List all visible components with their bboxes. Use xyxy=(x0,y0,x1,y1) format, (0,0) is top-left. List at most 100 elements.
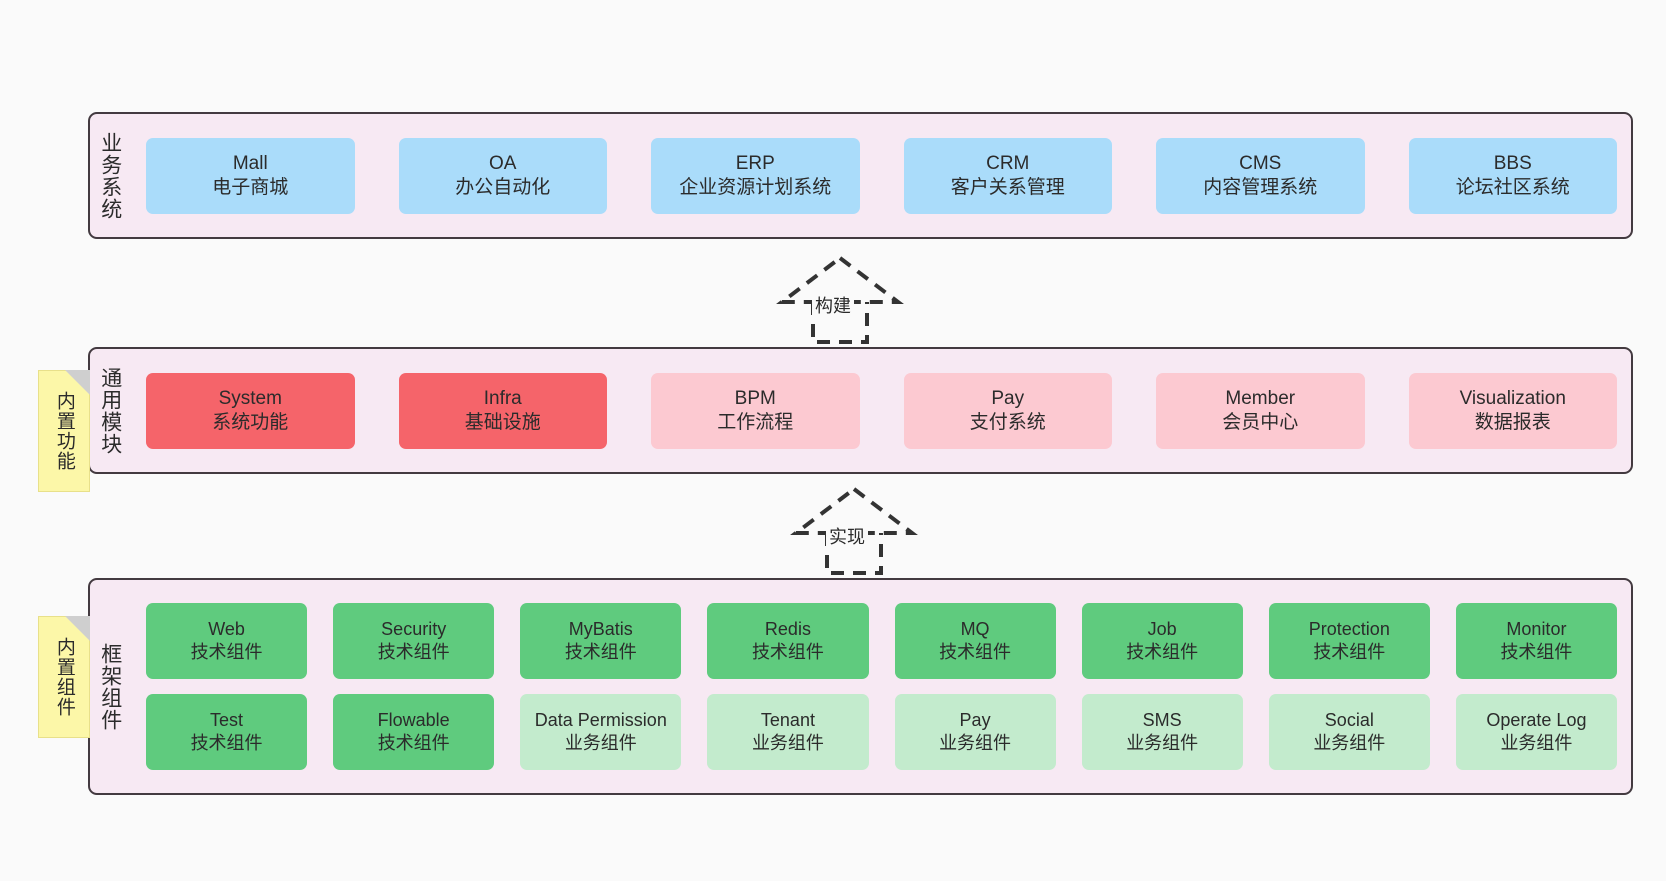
generalization-triangle-icon xyxy=(776,255,904,304)
node-test-desc: 技术组件 xyxy=(190,733,263,753)
node-redis[interactable]: Redis 技术组件 xyxy=(707,603,869,679)
node-social[interactable]: Social 业务组件 xyxy=(1268,694,1430,770)
node-bbs-name: BBS xyxy=(1493,152,1532,174)
node-mq-desc: 技术组件 xyxy=(939,642,1012,662)
node-sms[interactable]: SMS 业务组件 xyxy=(1081,694,1243,770)
generalization-triangle-icon xyxy=(790,486,918,535)
node-operate-log[interactable]: Operate Log 业务组件 xyxy=(1455,694,1617,770)
node-pay-module[interactable]: Pay 支付系统 xyxy=(903,372,1112,449)
node-monitor[interactable]: Monitor 技术组件 xyxy=(1455,603,1617,679)
layer-business-systems-nodes: Mall 电子商城 OA 办公自动化 ERP 企业资源计划系统 CRM 客户关系… xyxy=(130,114,1631,237)
node-data-permission-name: Data Permission xyxy=(534,710,667,731)
node-visualization-name: Visualization xyxy=(1459,387,1566,409)
node-crm-desc: 客户关系管理 xyxy=(950,176,1065,198)
connector-implement-label: 实现 xyxy=(826,523,868,549)
layer-framework-components-nodes: Web 技术组件 Security 技术组件 MyBatis 技术组件 Redi… xyxy=(130,580,1631,793)
node-crm[interactable]: CRM 客户关系管理 xyxy=(903,137,1112,214)
node-oa-name: OA xyxy=(489,152,517,174)
node-visualization-desc: 数据报表 xyxy=(1474,411,1551,433)
node-system[interactable]: System 系统功能 xyxy=(146,372,355,449)
node-security-name: Security xyxy=(381,619,447,640)
node-infra-desc: 基础设施 xyxy=(464,411,541,433)
node-bpm-name: BPM xyxy=(734,387,776,409)
node-flowable[interactable]: Flowable 技术组件 xyxy=(333,694,495,770)
node-bbs-desc: 论坛社区系统 xyxy=(1455,176,1570,198)
node-visualization[interactable]: Visualization 数据报表 xyxy=(1408,372,1617,449)
node-pay-module-desc: 支付系统 xyxy=(969,411,1046,433)
node-pay-component-desc: 业务组件 xyxy=(939,733,1012,753)
node-web-name: Web xyxy=(208,619,245,640)
node-cms-desc: 内容管理系统 xyxy=(1203,176,1318,198)
node-system-desc: 系统功能 xyxy=(212,411,289,433)
node-security[interactable]: Security 技术组件 xyxy=(333,603,495,679)
note-builtin-components: 内置组件 xyxy=(38,616,90,738)
node-mybatis[interactable]: MyBatis 技术组件 xyxy=(520,603,682,679)
layer-framework-components: 框架组件 Web 技术组件 Security 技术组件 MyBatis 技术组件… xyxy=(88,578,1633,795)
node-protection-name: Protection xyxy=(1308,619,1390,640)
node-member[interactable]: Member 会员中心 xyxy=(1156,372,1365,449)
node-job-desc: 技术组件 xyxy=(1126,642,1199,662)
layer-common-modules: 通用模块 System 系统功能 Infra 基础设施 BPM 工作流程 Pay… xyxy=(88,347,1633,474)
node-security-desc: 技术组件 xyxy=(377,642,450,662)
node-operate-log-name: Operate Log xyxy=(1486,710,1587,731)
node-monitor-name: Monitor xyxy=(1506,619,1567,640)
connector-implement: 实现 xyxy=(766,486,942,575)
note-builtin-functions-label: 内置功能 xyxy=(53,391,75,471)
node-infra[interactable]: Infra 基础设施 xyxy=(398,372,607,449)
connector-stem xyxy=(825,533,883,575)
node-tenant[interactable]: Tenant 业务组件 xyxy=(707,694,869,770)
note-builtin-functions: 内置功能 xyxy=(38,370,90,492)
node-data-permission[interactable]: Data Permission 业务组件 xyxy=(520,694,682,770)
node-mybatis-desc: 技术组件 xyxy=(564,642,637,662)
node-sms-desc: 业务组件 xyxy=(1126,733,1199,753)
node-social-name: Social xyxy=(1324,710,1374,731)
node-data-permission-desc: 业务组件 xyxy=(564,733,637,753)
node-cms-name: CMS xyxy=(1239,152,1282,174)
layer-common-modules-nodes: System 系统功能 Infra 基础设施 BPM 工作流程 Pay 支付系统… xyxy=(130,349,1631,472)
connector-build-label: 构建 xyxy=(812,292,854,318)
node-test[interactable]: Test 技术组件 xyxy=(146,694,308,770)
node-erp-desc: 企业资源计划系统 xyxy=(679,176,832,198)
node-mybatis-name: MyBatis xyxy=(568,619,633,640)
node-bbs[interactable]: BBS 论坛社区系统 xyxy=(1408,137,1617,214)
node-pay-component-name: Pay xyxy=(959,710,991,731)
layer-business-systems-label: 业务系统 xyxy=(98,131,122,220)
node-system-name: System xyxy=(218,387,282,409)
node-protection-desc: 技术组件 xyxy=(1313,642,1386,662)
node-bpm-desc: 工作流程 xyxy=(717,411,794,433)
node-social-desc: 业务组件 xyxy=(1313,733,1386,753)
node-cms[interactable]: CMS 内容管理系统 xyxy=(1156,137,1365,214)
node-operate-log-desc: 业务组件 xyxy=(1500,733,1573,753)
node-oa-desc: 办公自动化 xyxy=(455,176,551,198)
node-job-name: Job xyxy=(1147,619,1177,640)
node-redis-name: Redis xyxy=(764,619,811,640)
node-tenant-desc: 业务组件 xyxy=(751,733,824,753)
node-erp-name: ERP xyxy=(735,152,775,174)
node-test-name: Test xyxy=(210,710,244,731)
note-builtin-components-label: 内置组件 xyxy=(53,637,75,717)
node-member-desc: 会员中心 xyxy=(1222,411,1299,433)
node-mq[interactable]: MQ 技术组件 xyxy=(894,603,1056,679)
node-tenant-name: Tenant xyxy=(760,710,815,731)
node-pay-module-name: Pay xyxy=(991,387,1025,409)
node-monitor-desc: 技术组件 xyxy=(1500,642,1573,662)
node-mq-name: MQ xyxy=(960,619,990,640)
node-flowable-name: Flowable xyxy=(377,710,450,731)
node-oa[interactable]: OA 办公自动化 xyxy=(398,137,607,214)
node-job[interactable]: Job 技术组件 xyxy=(1081,603,1243,679)
node-redis-desc: 技术组件 xyxy=(751,642,824,662)
node-member-name: Member xyxy=(1225,387,1296,409)
node-flowable-desc: 技术组件 xyxy=(377,733,450,753)
node-pay-component[interactable]: Pay 业务组件 xyxy=(894,694,1056,770)
node-web-desc: 技术组件 xyxy=(190,642,263,662)
node-mall[interactable]: Mall 电子商城 xyxy=(146,137,355,214)
node-web[interactable]: Web 技术组件 xyxy=(146,603,308,679)
layer-common-modules-label: 通用模块 xyxy=(98,366,122,455)
node-mall-name: Mall xyxy=(232,152,268,174)
layer-business-systems: 业务系统 Mall 电子商城 OA 办公自动化 ERP 企业资源计划系统 CRM… xyxy=(88,112,1633,239)
node-sms-name: SMS xyxy=(1142,710,1182,731)
node-crm-name: CRM xyxy=(986,152,1030,174)
node-protection[interactable]: Protection 技术组件 xyxy=(1268,603,1430,679)
node-erp[interactable]: ERP 企业资源计划系统 xyxy=(651,137,860,214)
node-bpm[interactable]: BPM 工作流程 xyxy=(651,372,860,449)
